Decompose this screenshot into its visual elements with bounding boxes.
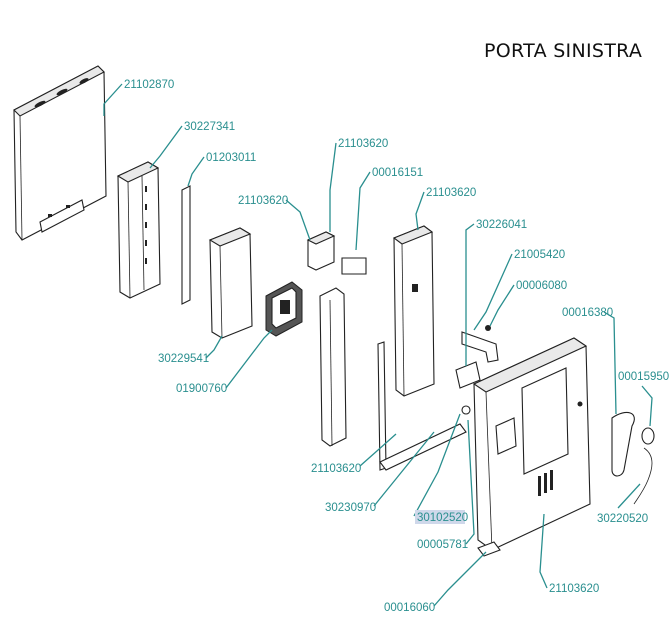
gasket-strip <box>181 185 191 305</box>
side-box <box>116 161 161 299</box>
small-knob <box>461 405 471 415</box>
part-label-30227341[interactable]: 30227341 <box>184 121 235 133</box>
leader-line <box>149 125 183 169</box>
part-label-30230970[interactable]: 30230970 <box>325 502 376 514</box>
leader-line <box>473 253 513 331</box>
thin-rod <box>377 341 387 471</box>
leader-line <box>187 156 205 187</box>
part-label-21005420[interactable]: 21005420 <box>514 249 565 261</box>
leader-line <box>359 433 397 467</box>
back-panel <box>13 65 107 241</box>
part-label-00005781[interactable]: 00005781 <box>417 539 468 551</box>
leader-lines <box>103 83 653 607</box>
leader-line <box>539 513 548 589</box>
part-label-30226041[interactable]: 30226041 <box>476 219 527 231</box>
part-label-30220520[interactable]: 30220520 <box>597 513 648 525</box>
control-board <box>265 281 303 337</box>
leader-line <box>617 483 641 509</box>
part-label-00016060[interactable]: 00016060 <box>384 602 435 614</box>
part-drawings <box>13 65 655 557</box>
part-label-00016151[interactable]: 00016151 <box>372 167 423 179</box>
leader-line <box>433 551 487 607</box>
diagram-title: PORTA SINISTRA <box>484 40 642 62</box>
leader-line <box>489 284 515 327</box>
part-label-21103620-a[interactable]: 21103620 <box>338 138 388 150</box>
leader-line <box>603 311 617 415</box>
channel-box <box>208 227 253 339</box>
frame-rail-left <box>319 287 347 447</box>
part-label-00006080[interactable]: 00006080 <box>516 280 567 292</box>
door-handle <box>611 411 635 477</box>
frame-rail-right <box>392 225 435 397</box>
bottom-tray <box>379 423 467 471</box>
main-door <box>472 337 591 551</box>
part-label-30229541[interactable]: 30229541 <box>158 353 209 365</box>
leader-line <box>285 199 311 241</box>
part-label-00015950[interactable]: 00015950 <box>618 371 669 383</box>
part-label-21103620-c[interactable]: 21103620 <box>426 187 476 199</box>
part-label-21103620-b[interactable]: 21103620 <box>238 195 288 207</box>
hinge-assembly <box>306 231 367 275</box>
leader-line <box>641 385 653 427</box>
leader-line <box>103 83 123 116</box>
leader-line <box>225 329 273 389</box>
part-label-01900760[interactable]: 01900760 <box>176 383 227 395</box>
part-label-21103620-d[interactable]: 21103620 <box>311 463 361 475</box>
door-foot <box>477 541 501 557</box>
part-label-21102870[interactable]: 21102870 <box>124 79 174 91</box>
part-label-21103620-e[interactable]: 21103620 <box>549 583 599 595</box>
handle-cap <box>641 427 655 445</box>
leader-line <box>413 413 461 517</box>
small-bracket <box>455 361 481 389</box>
door-vents <box>538 470 553 496</box>
part-label-01203011[interactable]: 01203011 <box>206 152 256 164</box>
part-labels: 21102870 30227341 01203011 30229541 0190… <box>124 79 669 614</box>
part-label-00016380[interactable]: 00016380 <box>562 307 613 319</box>
leader-line <box>465 223 475 366</box>
door-bracket <box>461 325 499 363</box>
part-label-30102520[interactable]: 30102520 <box>417 512 468 524</box>
handle-spring <box>633 447 653 505</box>
leader-line <box>329 142 337 232</box>
leader-line <box>355 171 371 251</box>
side-box-slots <box>145 186 147 264</box>
leader-line <box>465 419 475 545</box>
leader-line <box>205 335 223 359</box>
leader-line <box>373 431 435 507</box>
leader-line <box>415 191 425 231</box>
label-highlight <box>415 510 465 524</box>
